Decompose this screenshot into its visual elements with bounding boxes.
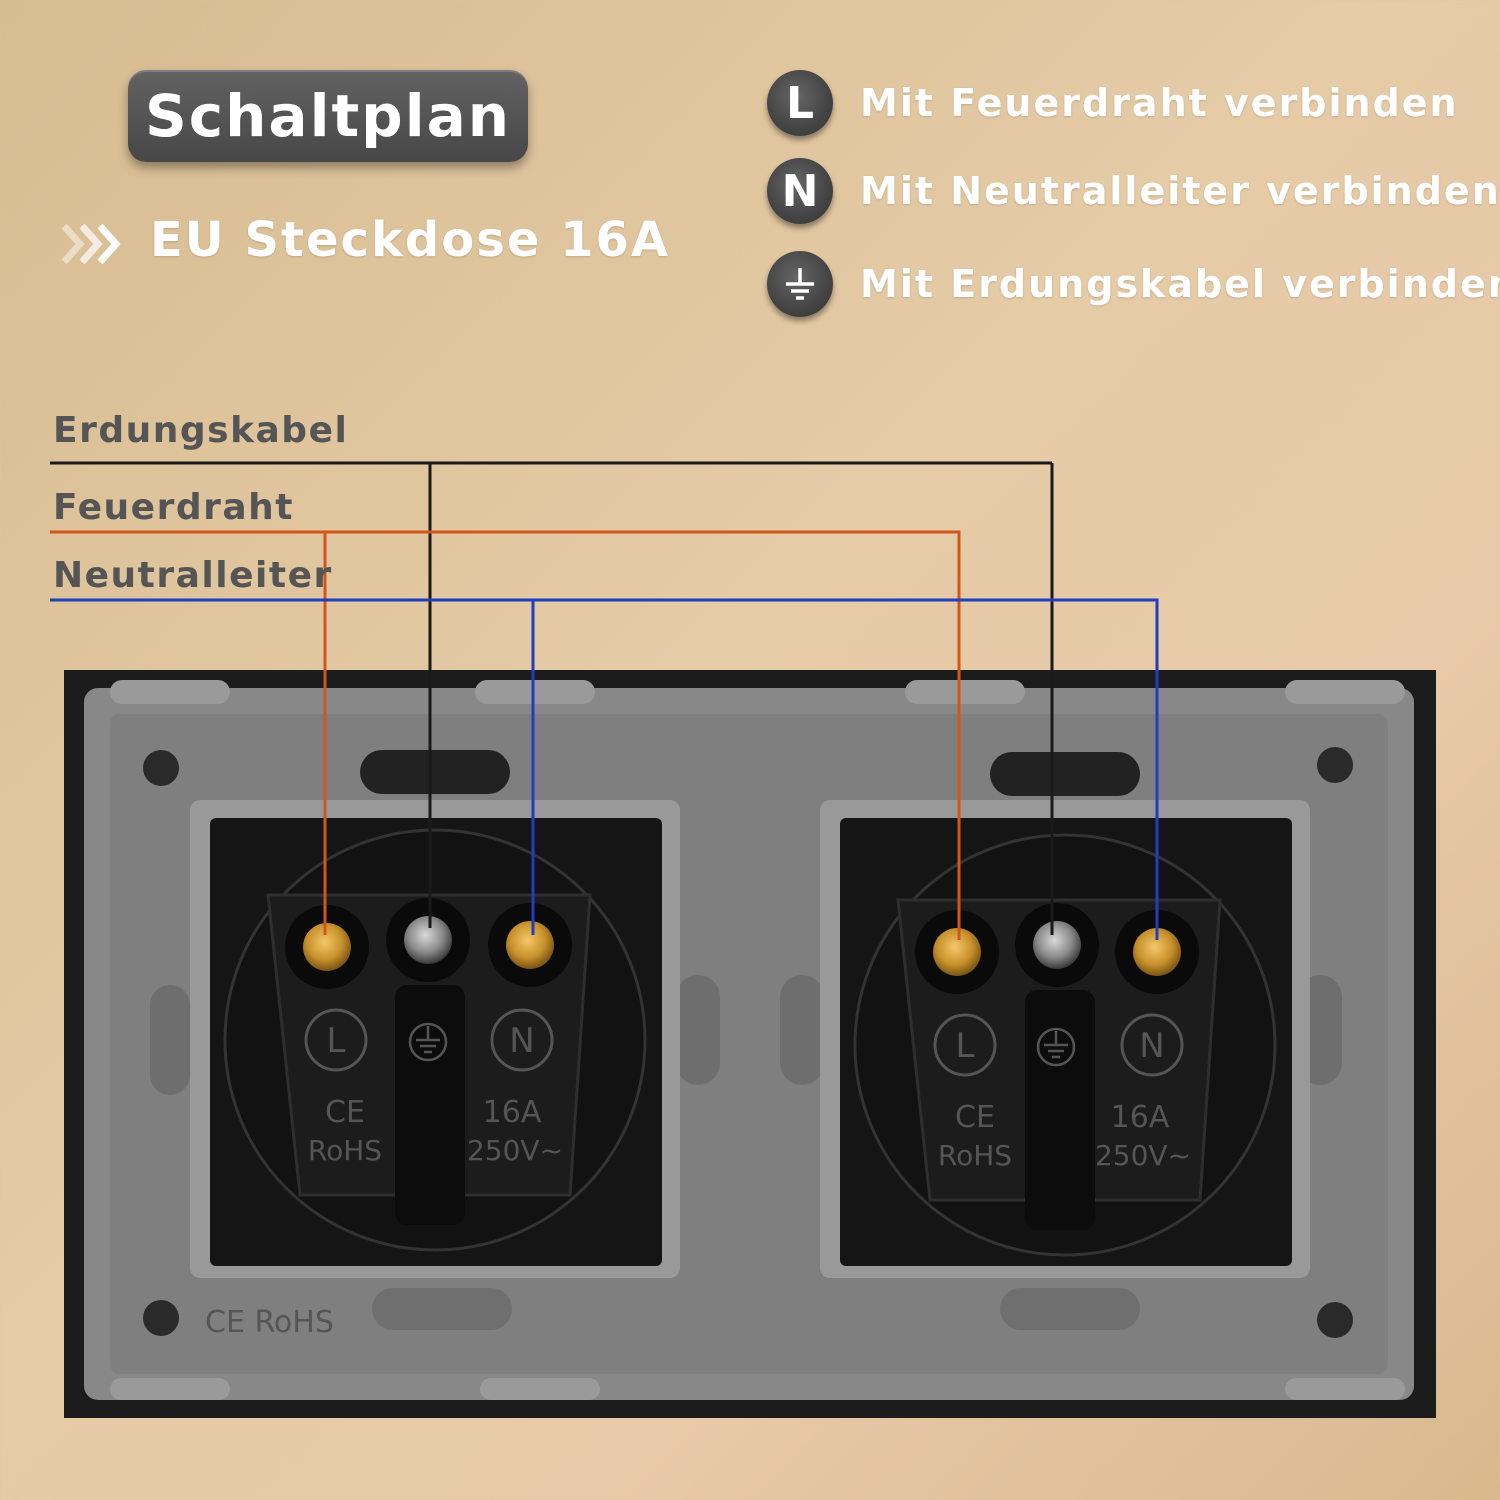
chevron-right-icon bbox=[61, 223, 121, 265]
legend-text: Mit Feuerdraht verbinden bbox=[860, 81, 1459, 125]
voltage-rating: 250V~ bbox=[1095, 1139, 1191, 1172]
wire-label-neutral: Neutralleiter bbox=[53, 555, 333, 596]
terminal-label-l: L bbox=[956, 1026, 975, 1066]
live-screw bbox=[933, 928, 981, 976]
ground-symbol-icon bbox=[1036, 1027, 1076, 1067]
mounting-hole bbox=[143, 750, 179, 786]
legend-item-neutral: N Mit Neutralleiter verbinden bbox=[767, 157, 1500, 225]
neutral-wire bbox=[50, 598, 1159, 940]
voltage-rating: 250V~ bbox=[467, 1134, 563, 1167]
neutral-screw bbox=[1133, 928, 1181, 976]
legend-text: Mit Erdungskabel verbinden bbox=[860, 262, 1500, 306]
legend-item-ground: Mit Erdungskabel verbinden bbox=[767, 250, 1500, 318]
live-terminal-icon: L bbox=[767, 70, 833, 136]
wire-label-live: Feuerdraht bbox=[53, 487, 295, 528]
ce-marking: CE bbox=[955, 1100, 995, 1135]
page-title: Schaltplan bbox=[128, 70, 528, 162]
wire-label-ground: Erdungskabel bbox=[53, 410, 349, 451]
terminal-label-l: L bbox=[327, 1021, 346, 1061]
ce-marking: CE bbox=[325, 1095, 365, 1130]
terminal-label-n: N bbox=[509, 1021, 534, 1061]
frame-marking: CE RoHS bbox=[205, 1305, 334, 1340]
neutral-terminal-icon: N bbox=[767, 158, 833, 224]
live-wire bbox=[50, 530, 961, 940]
ground-symbol-icon bbox=[767, 251, 833, 317]
terminal-label-n: N bbox=[1139, 1026, 1164, 1066]
rohs-marking: RoHS bbox=[938, 1139, 1012, 1172]
socket-right: L N CE RoHS 16A 250V~ bbox=[820, 800, 1310, 1278]
neutral-screw bbox=[506, 921, 554, 969]
ground-screw bbox=[1033, 921, 1081, 969]
rohs-marking: RoHS bbox=[308, 1134, 382, 1167]
socket-left: L N CE RoHS 16A 250V~ bbox=[190, 800, 680, 1278]
mounting-hole bbox=[1317, 747, 1353, 783]
live-screw bbox=[303, 923, 351, 971]
ground-screw bbox=[404, 916, 452, 964]
current-rating: 16A bbox=[483, 1095, 542, 1130]
mounting-hole bbox=[143, 1300, 179, 1336]
mounting-hole bbox=[1317, 1302, 1353, 1338]
current-rating: 16A bbox=[1111, 1100, 1170, 1135]
legend-item-live: L Mit Feuerdraht verbinden bbox=[767, 69, 1459, 137]
ground-symbol-icon bbox=[408, 1022, 448, 1062]
legend-text: Mit Neutralleiter verbinden bbox=[860, 169, 1500, 213]
subtitle: EU Steckdose 16A bbox=[150, 212, 671, 268]
